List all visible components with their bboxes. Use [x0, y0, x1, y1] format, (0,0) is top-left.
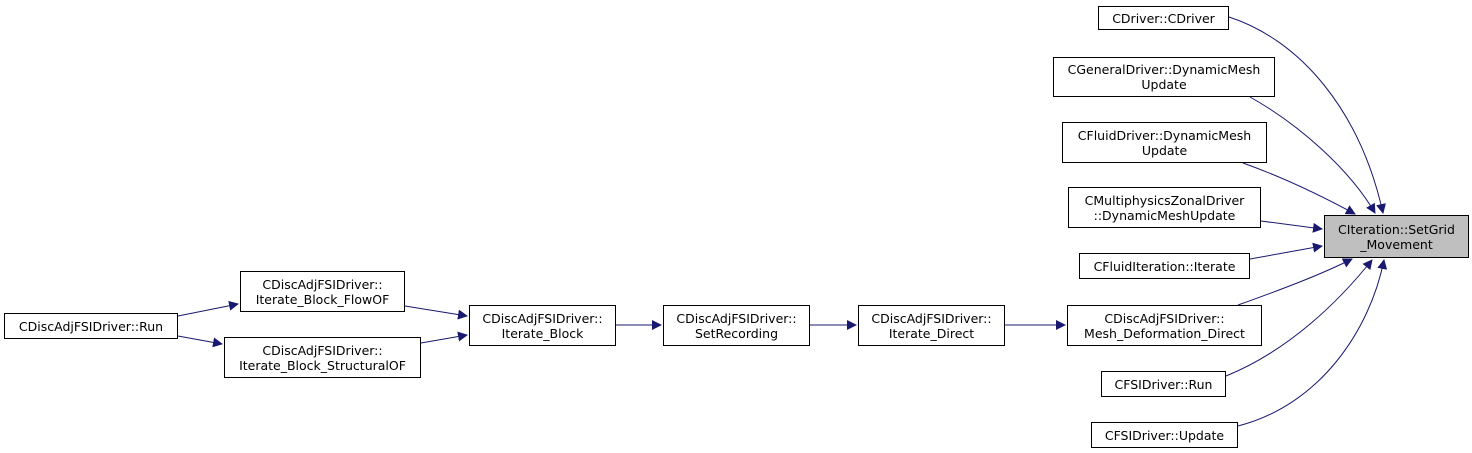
- node-line: _Movement: [1360, 236, 1433, 252]
- node-line: CMultiphysicsZonalDriver: [1084, 192, 1245, 208]
- edge-fluiddriver-to-setgrid: [1242, 162, 1356, 215]
- edge-general-to-setgrid: [1249, 96, 1376, 214]
- node-line: CDiscAdjFSIDriver::: [1104, 310, 1225, 326]
- node-line: CFSIDriver::Update: [1104, 427, 1225, 443]
- node-line: CDiscAdjFSIDriver::: [262, 276, 383, 292]
- node-cmultiphysicszonaldriver-dynamicmeshupdate[interactable]: CMultiphysicsZonalDriver ::DynamicMeshUp…: [1068, 187, 1261, 228]
- node-cdiscadjfsidriver-iterate-block[interactable]: CDiscAdjFSIDriver:: Iterate_Block: [469, 305, 616, 346]
- edge-adjrun-to-flowof: [177, 300, 239, 317]
- edge-adjrun-to-structof: [177, 335, 223, 348]
- node-cdiscadjfsidriver-setrecording[interactable]: CDiscAdjFSIDriver:: SetRecording: [663, 305, 810, 346]
- edge-meshdef-to-setgrid: [1237, 258, 1353, 306]
- node-line: CDiscAdjFSIDriver::: [871, 310, 992, 326]
- node-line: Update: [1141, 77, 1187, 92]
- node-cdiscadjfsidriver-iterate-direct[interactable]: CDiscAdjFSIDriver:: Iterate_Direct: [858, 305, 1005, 346]
- edge-fsirun-to-setgrid: [1225, 259, 1373, 377]
- node-line: Iterate_Block: [501, 325, 584, 341]
- node-line: CIteration::SetGrid: [1338, 221, 1455, 237]
- edge-cdriver-to-setgrid: [1228, 16, 1386, 214]
- node-cdiscadjfsidriver-run[interactable]: CDiscAdjFSIDriver::Run: [4, 313, 178, 339]
- node-cfsidriver-update[interactable]: CFSIDriver::Update: [1091, 422, 1238, 448]
- node-line: CDiscAdjFSIDriver::: [262, 342, 383, 358]
- node-line: CFluidDriver::DynamicMesh: [1077, 127, 1252, 143]
- node-cfluiditeration-iterate[interactable]: CFluidIteration::Iterate: [1079, 253, 1250, 279]
- node-line: Iterate_Block_StructuralOF: [239, 357, 406, 373]
- node-line: CDiscAdjFSIDriver::: [676, 310, 797, 326]
- node-cdriver-cdriver[interactable]: CDriver::CDriver: [1098, 6, 1229, 30]
- edge-structof-to-iterblock: [420, 331, 468, 344]
- node-line: CDriver::CDriver: [1112, 10, 1215, 26]
- node-cdiscadjfsidriver-mesh-deformation-direct[interactable]: CDiscAdjFSIDriver:: Mesh_Deformation_Dir…: [1067, 305, 1262, 346]
- node-line: CFluidIteration::Iterate: [1093, 258, 1236, 274]
- node-citeration-setgrid-movement[interactable]: CIteration::SetGrid _Movement: [1324, 215, 1469, 258]
- node-cfsidriver-run[interactable]: CFSIDriver::Run: [1101, 371, 1226, 397]
- edge-flowof-to-iterblock: [404, 305, 468, 320]
- edge-multi-to-setgrid: [1260, 220, 1323, 233]
- node-cdiscadjfsidriver-iterate-block-structuralof[interactable]: CDiscAdjFSIDriver:: Iterate_Block_Struct…: [224, 337, 421, 378]
- node-line: Iterate_Direct: [888, 325, 975, 341]
- node-line: CDiscAdjFSIDriver::: [482, 310, 603, 326]
- edge-fsiupdate-to-setgrid: [1237, 259, 1388, 427]
- node-line: Mesh_Deformation_Direct: [1084, 325, 1245, 341]
- node-cgeneraldriver-dynamicmeshupdate[interactable]: CGeneralDriver::DynamicMesh Update: [1053, 57, 1275, 97]
- node-line: CDiscAdjFSIDriver::Run: [18, 318, 164, 334]
- node-cfluiddriver-dynamicmeshupdate[interactable]: CFluidDriver::DynamicMesh Update: [1062, 122, 1267, 163]
- node-line: CGeneralDriver::DynamicMesh: [1067, 62, 1261, 77]
- node-line: Update: [1141, 142, 1188, 158]
- node-line: CFSIDriver::Run: [1114, 376, 1213, 392]
- edge-fluiditer-to-setgrid: [1249, 242, 1323, 260]
- node-line: ::DynamicMeshUpdate: [1093, 207, 1236, 223]
- node-cdiscadjfsidriver-iterate-block-flowof[interactable]: CDiscAdjFSIDriver:: Iterate_Block_FlowOF: [240, 271, 405, 312]
- node-line: SetRecording: [694, 325, 779, 341]
- node-line: Iterate_Block_FlowOF: [255, 291, 390, 307]
